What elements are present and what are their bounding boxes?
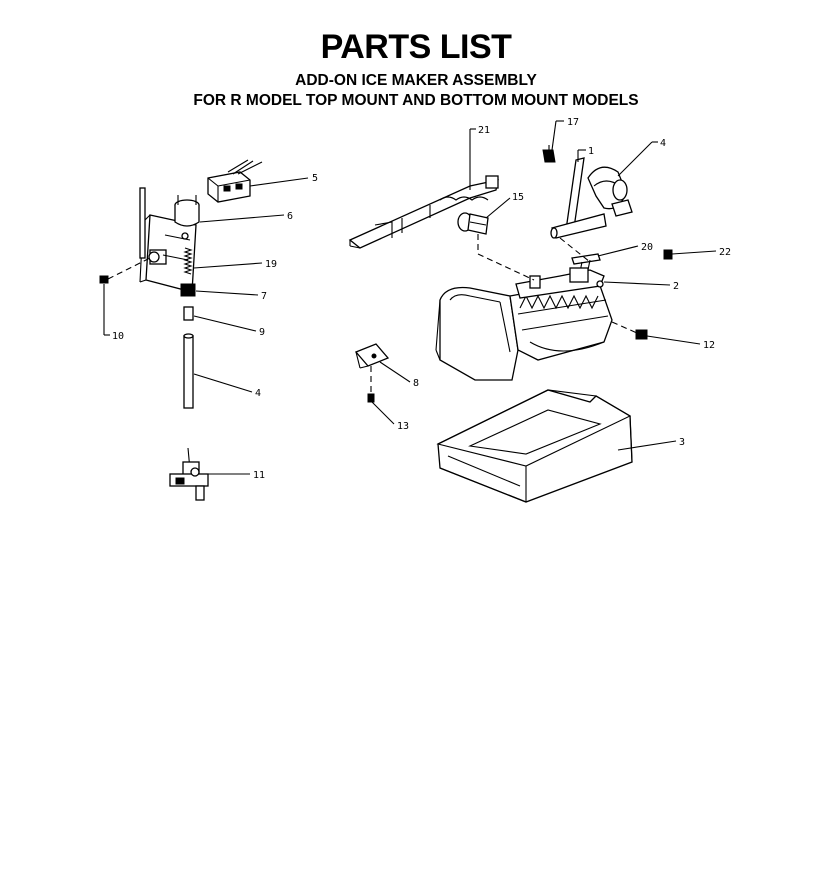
subtitle-models: FOR R MODEL TOP MOUNT AND BOTTOM MOUNT M…: [193, 92, 639, 109]
assembly-lines-right: [477, 234, 591, 281]
valve-part-11: [169, 447, 209, 501]
callout-17: 17: [567, 117, 579, 128]
callout-7-nut: 7: [261, 291, 267, 302]
callout-4-fill-cup: 4: [660, 138, 666, 149]
callout-1-fill-tube: 1: [588, 146, 594, 157]
connector-plug: [207, 159, 263, 203]
valve-bracket: [139, 187, 200, 293]
callout-21-trough: 21: [478, 125, 490, 136]
callout-9-sleeve: 9: [259, 327, 265, 338]
leaders-right: [371, 120, 717, 451]
callout-22-screw: 22: [719, 247, 731, 258]
callout-12-screw: 12: [703, 340, 715, 351]
callout-2-ice-maker: 2: [673, 281, 679, 292]
callout-3-ice-bin: 3: [679, 437, 685, 448]
page-title: PARTS LIST: [320, 28, 512, 66]
subtitle-assembly: ADD-ON ICE MAKER ASSEMBLY: [295, 72, 537, 89]
callout-11-valve: 11: [253, 470, 265, 481]
ice-bin-3: [436, 389, 633, 503]
ice-maker-body-2: [435, 267, 613, 381]
clip-15: [457, 212, 489, 235]
spring-and-fittings: [99, 247, 196, 409]
fill-cup-4: [587, 166, 633, 217]
bracket-8: [354, 343, 390, 369]
screw-22: [663, 249, 673, 260]
fill-trough-21: [348, 175, 499, 249]
callout-20: 20: [641, 242, 653, 253]
callout-19-spring: 19: [265, 259, 277, 270]
screw-12: [611, 321, 648, 340]
part-17: [542, 145, 556, 163]
callout-15-clip: 15: [512, 192, 524, 203]
callout-13-screw: 13: [397, 421, 409, 432]
callout-5-connector: 5: [312, 173, 318, 184]
callout-6-solenoid: 6: [287, 211, 293, 222]
callout-8-bracket: 8: [413, 378, 419, 389]
fill-tube-1: [550, 157, 607, 239]
callout-10-screw: 10: [112, 331, 124, 342]
screw-13: [367, 366, 375, 403]
callout-4-tube: 4: [255, 388, 261, 399]
leaders-left: [103, 177, 309, 475]
